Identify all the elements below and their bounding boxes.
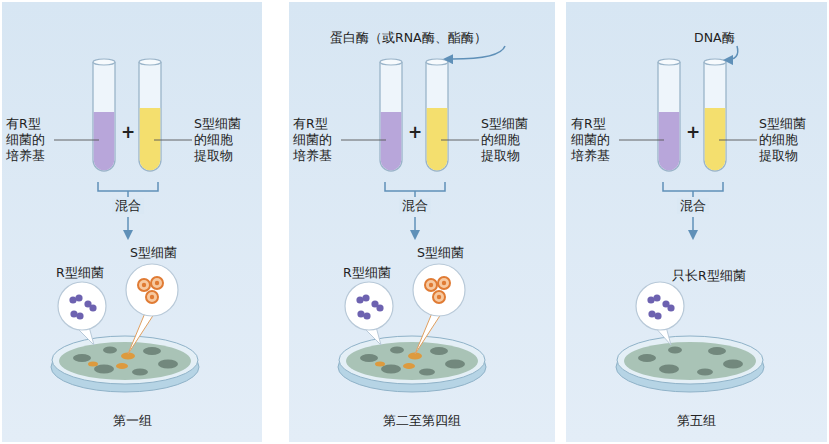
enzyme-label: DNA酶 [694,30,735,46]
mix-label: 混合 [112,198,144,214]
group-title: 第五组 [677,412,716,430]
side-label: S型细菌 的细胞 提取物 [759,116,815,164]
mix-label: 混合 [677,198,709,214]
cell-label: R型细菌 [56,265,104,281]
mix-label: 混合 [399,198,431,214]
group-title: 第一组 [113,412,152,430]
group-title: 第二至第四组 [383,412,461,430]
enzyme-label: 蛋白酶（或RNA酶、酯酶） [330,30,487,46]
side-label: S型细菌 的细胞 提取物 [481,116,537,164]
cell-label: S型细菌 [130,245,177,261]
cell-label: R型细菌 [343,265,391,281]
side-label: S型细菌 的细胞 提取物 [194,116,250,164]
plus-sign: + [408,124,422,140]
result-label: 只长R型细菌 [672,268,746,284]
side-label: 有R型 细菌的 培养基 [6,116,52,164]
plus-sign: + [121,124,135,140]
plus-sign: + [686,124,700,140]
cell-label: S型细菌 [417,245,464,261]
side-label: 有R型 细菌的 培养基 [571,116,617,164]
side-label: 有R型 细菌的 培养基 [293,116,339,164]
